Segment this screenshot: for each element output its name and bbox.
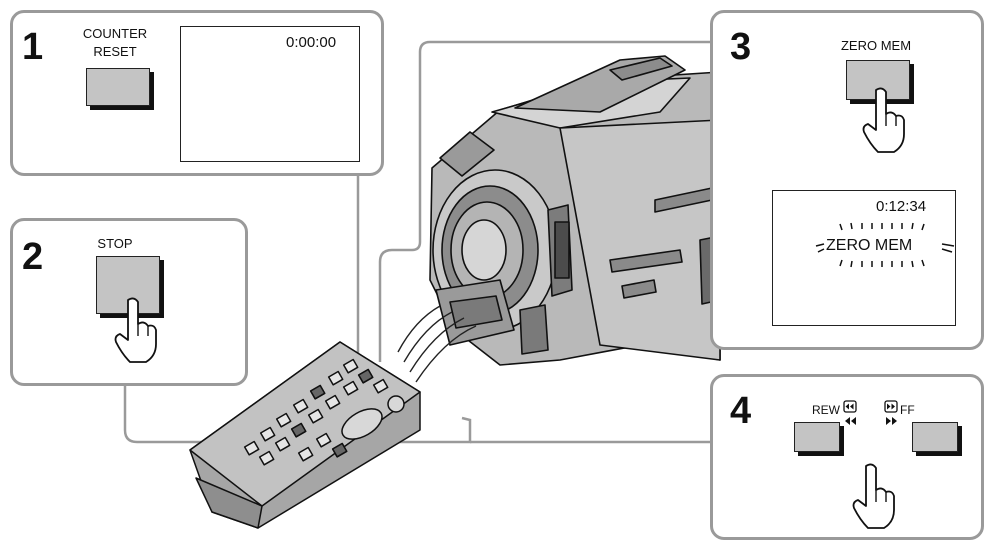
ff-label: FF (900, 403, 915, 417)
time-counter-step-1: 0:00:00 (286, 34, 337, 51)
fast-forward-icon (884, 400, 898, 425)
connector-lines (123, 40, 716, 444)
step-1-number: 1 (22, 26, 44, 68)
infrared-waves (397, 305, 477, 383)
zero-mem-flashing-text: ZERO MEM (826, 237, 913, 254)
hand-pointer-icon-step-3 (862, 87, 905, 153)
hand-pointer-icon-step-2 (114, 297, 157, 363)
counter-reset-label-line1: COUNTER (82, 26, 148, 41)
flashing-rays-icon (815, 222, 955, 268)
zero-mem-button-label: ZERO MEM (840, 38, 912, 53)
step-2-number: 2 (22, 236, 44, 278)
ff-button[interactable] (912, 422, 958, 452)
stop-button-label: STOP (97, 236, 133, 251)
rewind-icon (843, 400, 857, 425)
rew-button[interactable] (794, 422, 840, 452)
time-counter-step-3: 0:12:34 (876, 198, 927, 215)
display-screen-step-1 (180, 26, 360, 162)
step-3-number: 3 (730, 26, 752, 68)
rew-label: REW (812, 403, 840, 417)
camcorder-illustration (429, 55, 721, 366)
counter-reset-label-line2: RESET (93, 44, 137, 59)
remote-commander-illustration (189, 341, 421, 529)
hand-pointer-icon-step-4 (852, 463, 895, 529)
counter-reset-button[interactable] (86, 68, 150, 106)
display-screen-step-3 (772, 190, 956, 326)
step-4-number: 4 (730, 390, 752, 432)
